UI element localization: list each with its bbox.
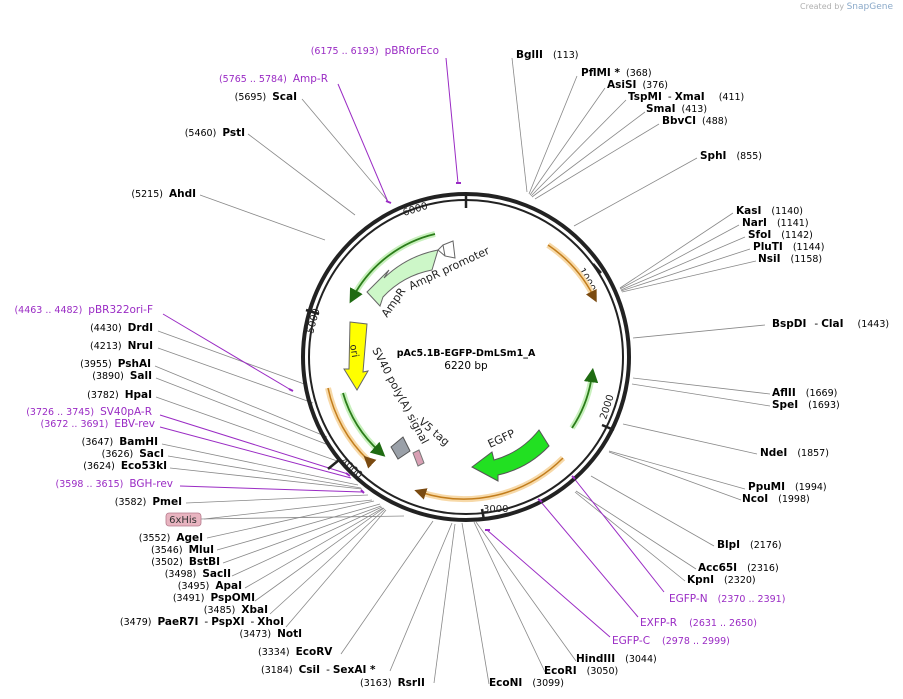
enzyme-site[interactable]: (3502)BstBI bbox=[151, 556, 220, 568]
enzyme-site[interactable]: NdeI(1857) bbox=[760, 447, 829, 459]
enzyme-site[interactable]: (3184)CsiI-SexAI * bbox=[261, 664, 376, 676]
enzyme-site[interactable]: (3485)XbaI bbox=[204, 604, 268, 616]
egfp-arc bbox=[569, 374, 595, 430]
sv40-arc bbox=[340, 392, 383, 455]
enzyme-site[interactable]: (3479)PaeR7I-PspXI-XhoI bbox=[120, 616, 284, 628]
enzyme-site[interactable]: (3647)BamHI bbox=[82, 436, 158, 448]
primer-label[interactable]: (6175 .. 6193)pBRforEco bbox=[311, 45, 439, 57]
his-tag-box bbox=[165, 512, 202, 527]
enzyme-site[interactable]: (3495)ApaI bbox=[178, 580, 242, 592]
enzyme-site[interactable]: (3626)SacI bbox=[102, 448, 164, 460]
ampr-arc-line bbox=[349, 233, 436, 304]
enzyme-site[interactable]: Acc65I(2316) bbox=[698, 562, 779, 574]
enzyme-site[interactable]: BglII(113) bbox=[516, 49, 578, 61]
ampr-arrow bbox=[366, 249, 439, 307]
enzyme-site[interactable]: AsiSI(376) bbox=[607, 79, 668, 91]
orf-arc-line bbox=[547, 244, 597, 303]
enzyme-site[interactable]: NsiI(1158) bbox=[758, 253, 822, 265]
v5-tag-box bbox=[412, 449, 425, 467]
credit-prefix: Created by bbox=[800, 2, 845, 11]
his-tag-label[interactable]: 6xHis bbox=[165, 512, 202, 527]
egfp-arc-line bbox=[571, 367, 599, 429]
left-enzyme-labels: (5695)ScaI (5460)PstI (5215)AhdI (4430)D… bbox=[80, 91, 302, 640]
enzyme-site[interactable]: NarI(1141) bbox=[742, 217, 809, 229]
primer-label[interactable]: (4463 .. 4482)pBR322ori-F bbox=[14, 304, 153, 316]
tag-leader-line bbox=[199, 515, 405, 520]
enzyme-site[interactable]: BbvCI(488) bbox=[662, 115, 728, 127]
enzyme-site[interactable]: SfoI(1142) bbox=[748, 229, 813, 241]
enzyme-site[interactable]: (3473)NotI bbox=[239, 628, 302, 640]
enzyme-site[interactable]: TspMI-XmaI(411) bbox=[628, 91, 744, 103]
enzyme-site[interactable]: (4430)DrdI bbox=[90, 322, 153, 334]
enzyme-site[interactable]: SphI(855) bbox=[700, 150, 762, 162]
primer-label[interactable]: (3598 .. 3615)BGH-rev bbox=[56, 478, 173, 490]
green-arcs bbox=[340, 231, 599, 457]
enzyme-site[interactable]: (5695)ScaI bbox=[235, 91, 297, 103]
egfp-arrow bbox=[471, 429, 550, 482]
primer-leader-lines bbox=[159, 57, 665, 638]
primer-marks bbox=[288, 182, 576, 531]
ori-arrow bbox=[343, 321, 369, 391]
snapgene-credit: Created by SnapGene bbox=[800, 2, 893, 12]
enzyme-site[interactable]: (3546)MluI bbox=[151, 544, 214, 556]
enzyme-site[interactable]: (3334)EcoRV bbox=[258, 646, 333, 658]
feature-label: SV40 poly(A) signal bbox=[369, 345, 431, 446]
enzyme-site[interactable]: HindIII(3044) bbox=[576, 653, 657, 665]
plasmid-name: pAc5.1B-EGFP-DmLSm1_A bbox=[397, 348, 536, 359]
enzyme-site[interactable]: BspDI-ClaI(1443) bbox=[772, 318, 889, 330]
enzyme-site[interactable]: (4213)NruI bbox=[90, 340, 153, 352]
ampr-promoter-arrow bbox=[437, 240, 456, 259]
enzyme-site[interactable]: (3955)PshAI bbox=[80, 358, 151, 370]
primer-label[interactable]: (5765 .. 5784)Amp-R bbox=[219, 73, 328, 85]
enzyme-site[interactable]: SmaI(413) bbox=[646, 103, 707, 115]
primer-label[interactable]: EGFP-N(2370 .. 2391) bbox=[669, 593, 785, 605]
enzyme-site[interactable]: (5215)AhdI bbox=[131, 188, 196, 200]
feature-label: EGFP bbox=[486, 427, 518, 451]
credit-brand: SnapGene bbox=[846, 2, 893, 12]
enzyme-site[interactable]: (3624)Eco53kI bbox=[83, 460, 167, 472]
feature-label: ori bbox=[347, 344, 360, 359]
tick-label: 4000 bbox=[338, 456, 364, 481]
right-leader-lines bbox=[511, 57, 771, 582]
bottom-enzyme-labels: HindIII(3044) EcoRI(3050) EcoNI(3099) (3… bbox=[258, 646, 657, 689]
enzyme-site[interactable]: (3782)HpaI bbox=[87, 389, 152, 401]
right-enzyme-labels: BglII(113) PflMI *(368) AsiSI(376) TspMI… bbox=[516, 49, 889, 586]
tick-marks bbox=[305, 194, 615, 521]
enzyme-site[interactable]: (3163)RsrII bbox=[360, 677, 425, 689]
primer-label[interactable]: (3726 .. 3745)SV40pA-R bbox=[26, 406, 152, 418]
primer-label[interactable]: EXFP-R(2631 .. 2650) bbox=[640, 617, 757, 629]
enzyme-site[interactable]: (3890)SalI bbox=[92, 370, 152, 382]
tick-label: 3000 bbox=[483, 504, 508, 515]
sv40-polya-box bbox=[390, 436, 411, 460]
enzyme-site[interactable]: (3552)AgeI bbox=[139, 532, 203, 544]
primer-labels: (6175 .. 6193)pBRforEco (5765 .. 5784)Am… bbox=[14, 45, 785, 647]
orf-arcs bbox=[325, 242, 597, 503]
enzyme-site[interactable]: KpnI(2320) bbox=[687, 574, 756, 586]
enzyme-site[interactable]: PpuMI(1994) bbox=[748, 481, 827, 493]
left-leader-lines bbox=[154, 98, 388, 628]
enzyme-site[interactable]: BlpI(2176) bbox=[717, 539, 782, 551]
plasmid-size: 6220 bp bbox=[444, 360, 488, 372]
enzyme-site[interactable]: (3498)SacII bbox=[165, 568, 231, 580]
enzyme-site[interactable]: PluTI(1144) bbox=[753, 241, 824, 253]
enzyme-site[interactable]: AflII(1669) bbox=[772, 387, 837, 399]
orf-arc-line bbox=[327, 387, 377, 469]
primer-label[interactable]: EGFP-C(2978 .. 2999) bbox=[612, 635, 730, 647]
his-tag-text: 6xHis bbox=[169, 515, 197, 526]
sv40-arc-line bbox=[342, 392, 386, 457]
enzyme-site[interactable]: (3491)PspOMI bbox=[173, 592, 255, 604]
enzyme-site[interactable]: SpeI(1693) bbox=[772, 399, 840, 411]
enzyme-site[interactable]: PflMI *(368) bbox=[581, 67, 652, 79]
primer-label[interactable]: (3672 .. 3691)EBV-rev bbox=[41, 418, 156, 430]
enzyme-site[interactable]: EcoNI(3099) bbox=[489, 677, 564, 689]
enzyme-site[interactable]: (3582)PmeI bbox=[115, 496, 182, 508]
enzyme-site[interactable]: EcoRI(3050) bbox=[544, 665, 618, 677]
enzyme-site[interactable]: NcoI(1998) bbox=[742, 493, 810, 505]
orf-arc-line bbox=[414, 457, 564, 500]
enzyme-site[interactable]: KasI(1140) bbox=[736, 205, 803, 217]
bottom-leader-lines bbox=[340, 520, 577, 685]
enzyme-site[interactable]: (5460)PstI bbox=[185, 127, 245, 139]
